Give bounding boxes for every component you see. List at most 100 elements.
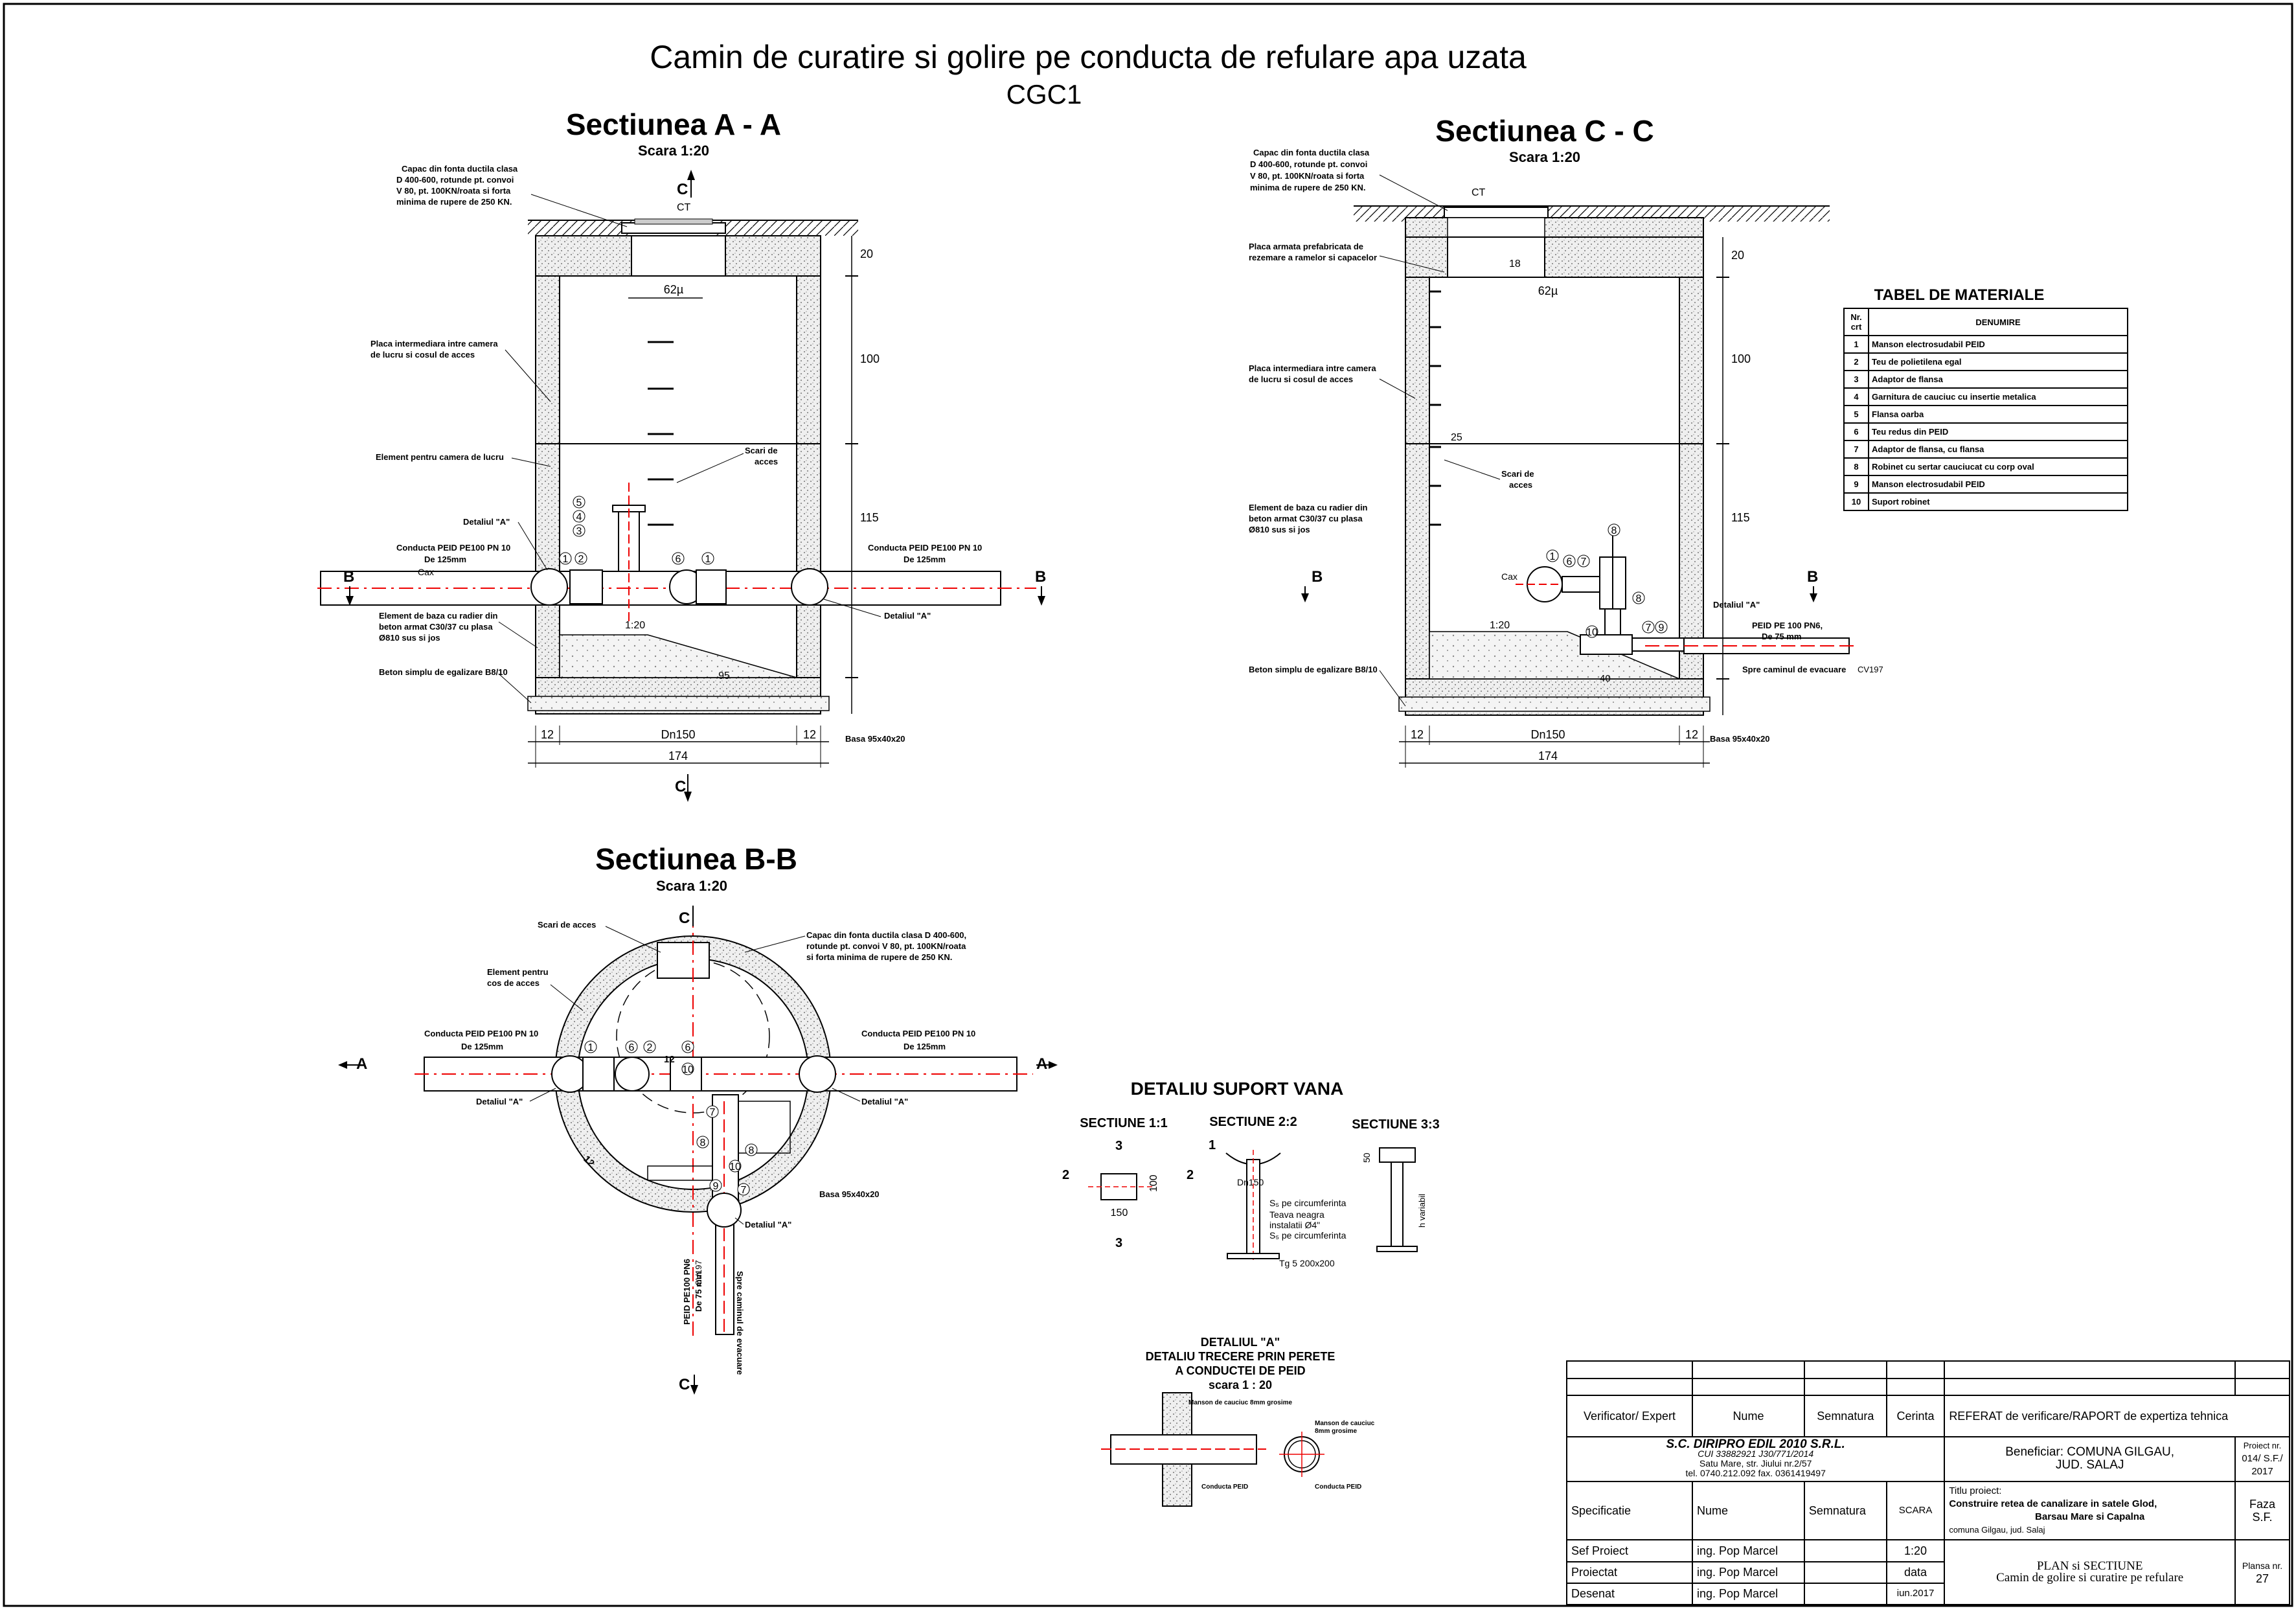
svg-text:CT: CT <box>1472 187 1486 198</box>
svg-text:10: 10 <box>729 1161 741 1173</box>
materials-row-name: Teu de polietilena egal <box>1868 352 2128 371</box>
svg-text:3: 3 <box>1115 1236 1122 1250</box>
svg-text:Basa 95x40x20: Basa 95x40x20 <box>819 1189 880 1199</box>
svg-text:Detaliul "A": Detaliul "A" <box>463 517 510 527</box>
svg-text:7: 7 <box>741 1185 747 1196</box>
materials-row-name: Teu redus din PEID <box>1868 422 2128 441</box>
svg-text:Cax: Cax <box>418 567 434 577</box>
svg-text:si forta minima de rupere de 2: si forta minima de rupere de 250 KN. <box>806 952 952 962</box>
svg-text:Cax: Cax <box>1501 571 1517 582</box>
svg-text:4: 4 <box>576 512 582 523</box>
svg-text:Dn150: Dn150 <box>661 728 695 741</box>
svg-text:Basa 95x40x20: Basa 95x40x20 <box>845 734 905 744</box>
svg-text:1: 1 <box>1209 1138 1216 1152</box>
svg-text:6: 6 <box>676 554 681 565</box>
svg-text:de lucru si cosul de acces: de lucru si cosul de acces <box>1249 374 1353 384</box>
materials-row-nr: 9 <box>1843 475 1869 494</box>
tb-semnatura: Semnatura <box>1803 1395 1887 1438</box>
svg-text:scara 1 : 20: scara 1 : 20 <box>1209 1378 1272 1391</box>
svg-text:CV197: CV197 <box>694 1260 703 1286</box>
svg-text:beton armat C30/37 cu plasa: beton armat C30/37 cu plasa <box>1249 514 1363 523</box>
svg-text:2: 2 <box>647 1042 653 1053</box>
svg-text:8: 8 <box>1611 525 1617 536</box>
svg-text:Basa 95x40x20: Basa 95x40x20 <box>1710 734 1770 744</box>
svg-text:Manson de cauciuc 8mm grosime: Manson de cauciuc 8mm grosime <box>1188 1399 1292 1406</box>
tb-cerinta: Cerinta <box>1885 1395 1946 1438</box>
svg-text:C: C <box>679 1376 690 1393</box>
svg-text:Spre caminul de evacuare: Spre caminul de evacuare <box>735 1271 745 1375</box>
tb-data-label: data <box>1885 1561 1946 1584</box>
svg-text:Capac din fonta ductila clasa: Capac din fonta ductila clasa D 400-600, <box>806 930 966 940</box>
svg-text:Conducta PEID PE100 PN 10: Conducta PEID PE100 PN 10 <box>868 543 982 553</box>
svg-text:1: 1 <box>1550 551 1556 562</box>
svg-text:SECTIUNE 3:3: SECTIUNE 3:3 <box>1352 1117 1440 1132</box>
svg-text:Dn150: Dn150 <box>1237 1177 1264 1187</box>
svg-text:acces: acces <box>1509 480 1532 490</box>
svg-text:100: 100 <box>1731 352 1751 365</box>
tb-data: iun.2017 <box>1885 1582 1946 1606</box>
svg-text:10: 10 <box>1586 627 1598 638</box>
svg-text:D 400-600, rotunde pt. convoi: D 400-600, rotunde pt. convoi <box>1250 159 1367 169</box>
svg-text:Conducta PEID PE100 PN 10: Conducta PEID PE100 PN 10 <box>424 1029 538 1038</box>
tb-titlu2: Barsau Mare si Capalna <box>2035 1511 2145 1523</box>
svg-text:Placa armata prefabricata de: Placa armata prefabricata de <box>1249 242 1363 251</box>
svg-text:12: 12 <box>803 728 816 741</box>
svg-text:2: 2 <box>1062 1168 1069 1182</box>
svg-text:Element de baza cu radier din: Element de baza cu radier din <box>379 611 498 621</box>
section-aa-scale: Scara 1:20 <box>638 143 709 159</box>
svg-text:Ø810 sus si jos: Ø810 sus si jos <box>1249 525 1310 534</box>
svg-text:8: 8 <box>749 1145 755 1156</box>
svg-text:12: 12 <box>541 728 554 741</box>
svg-text:10: 10 <box>682 1064 694 1075</box>
tb-faza: S.F. <box>2252 1511 2273 1524</box>
tb-scara-label: SCARA <box>1885 1480 1946 1541</box>
svg-text:1: 1 <box>588 1042 594 1053</box>
section-bb: Sectiunea B-B Scara 1:20 1 6 2 6 10 7 8 … <box>338 842 1058 1395</box>
tb-verificator: Verificator/ Expert <box>1565 1395 1694 1438</box>
materials-row-name: Adaptor de flansa <box>1868 370 2128 389</box>
svg-text:1: 1 <box>563 554 569 565</box>
svg-text:CT: CT <box>677 202 691 213</box>
title-block: Verificator/ Expert Nume Semnatura Cerin… <box>1565 1360 2291 1606</box>
svg-text:minima de rupere de 250 KN.: minima de rupere de 250 KN. <box>1250 183 1365 192</box>
svg-text:174: 174 <box>668 749 688 762</box>
leveling-concrete <box>527 696 830 711</box>
materials-header-name: DENUMIRE <box>1868 308 2128 336</box>
ground-right <box>716 220 858 236</box>
svg-text:SECTIUNE 1:1: SECTIUNE 1:1 <box>1080 1116 1168 1130</box>
materials-title: TABEL DE MATERIALE <box>1874 286 2045 304</box>
svg-text:20: 20 <box>1731 249 1744 262</box>
ground-left <box>528 220 635 236</box>
materials-row-nr: 4 <box>1843 387 1869 406</box>
svg-text:Element pentru: Element pentru <box>487 967 549 977</box>
svg-text:Capac din fonta ductila clasa: Capac din fonta ductila clasa <box>402 164 518 174</box>
materials-row-name: Robinet cu sertar cauciucat cu corp oval <box>1868 457 2128 476</box>
svg-text:Placa intermediara intre camer: Placa intermediara intre camera <box>1249 363 1376 373</box>
svg-text:minima de rupere de 250 KN.: minima de rupere de 250 KN. <box>396 197 512 207</box>
svg-text:Scari de acces: Scari de acces <box>538 920 596 930</box>
tb-desenat: Desenat <box>1565 1582 1694 1606</box>
svg-text:18: 18 <box>1509 258 1521 269</box>
tb-location: comuna Gilgau, jud. Salaj <box>1949 1525 2045 1535</box>
section-cc: Sectiunea C - C Scara 1:20 <box>1249 114 1883 768</box>
materials-row-name: Garnitura de cauciuc cu insertie metalic… <box>1868 387 2128 406</box>
tb-person-1: ing. Pop Marcel <box>1692 1539 1805 1562</box>
tb-plan1: PLAN si SECTIUNE <box>2036 1559 2143 1573</box>
svg-text:8: 8 <box>700 1138 706 1149</box>
svg-text:V 80, pt. 100KN/roata si forta: V 80, pt. 100KN/roata si forta <box>396 186 511 196</box>
svg-text:beton armat C30/37 cu plasa: beton armat C30/37 cu plasa <box>379 622 493 632</box>
materials-row-nr: 1 <box>1843 335 1869 354</box>
svg-text:Detaliul "A": Detaliul "A" <box>745 1220 791 1230</box>
svg-text:Beton simplu de egalizare B8/1: Beton simplu de egalizare B8/10 <box>379 667 508 677</box>
svg-text:rezemare a ramelor si capacel: rezemare a ramelor si capacelor <box>1249 253 1377 262</box>
sheet-border <box>3 3 2293 1607</box>
svg-text:62µ: 62µ <box>1538 284 1558 297</box>
svg-text:Detaliul "A": Detaliul "A" <box>1713 600 1760 610</box>
svg-text:Conducta PEID PE100 PN 10: Conducta PEID PE100 PN 10 <box>861 1029 975 1038</box>
svg-text:100: 100 <box>860 352 880 365</box>
materials-row-nr: 10 <box>1843 492 1869 511</box>
materials-row-name: Adaptor de flansa, cu flansa <box>1868 440 2128 459</box>
tb-person-3: ing. Pop Marcel <box>1692 1582 1805 1606</box>
svg-text:D 400-600, rotunde pt. convoi: D 400-600, rotunde pt. convoi <box>396 175 514 185</box>
svg-text:1:20: 1:20 <box>1490 620 1510 631</box>
